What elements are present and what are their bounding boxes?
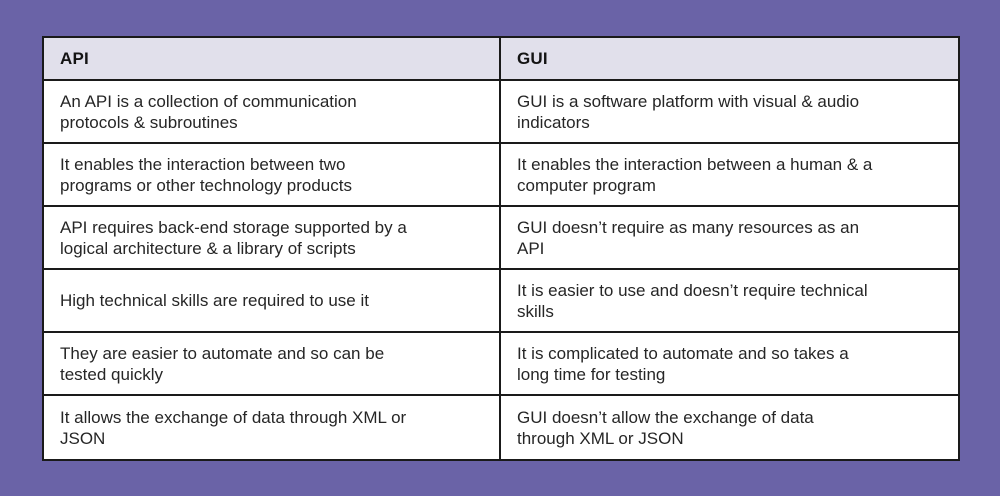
table-cell-api-row6: It allows the exchange of data through X…: [44, 396, 501, 459]
column-header-gui: GUI: [501, 38, 958, 81]
table-cell-gui-row2: It enables the interaction between a hum…: [501, 144, 958, 207]
table-cell-api-row3: API requires back-end storage supported …: [44, 207, 501, 270]
table-cell-gui-row4: It is easier to use and doesn’t require …: [501, 270, 958, 333]
table-cell-gui-row5: It is complicated to automate and so tak…: [501, 333, 958, 396]
table-cell-api-row4: High technical skills are required to us…: [44, 270, 501, 333]
table-cell-api-row2: It enables the interaction between two p…: [44, 144, 501, 207]
column-header-api: API: [44, 38, 501, 81]
table-cell-api-row1: An API is a collection of communication …: [44, 81, 501, 144]
api-vs-gui-comparison-table: API GUI An API is a collection of commun…: [42, 36, 960, 461]
table-cell-gui-row3: GUI doesn’t require as many resources as…: [501, 207, 958, 270]
table-cell-api-row5: They are easier to automate and so can b…: [44, 333, 501, 396]
table-cell-gui-row6: GUI doesn’t allow the exchange of data t…: [517, 407, 814, 448]
table-cell-gui-row1: GUI is a software platform with visual &…: [501, 81, 958, 144]
